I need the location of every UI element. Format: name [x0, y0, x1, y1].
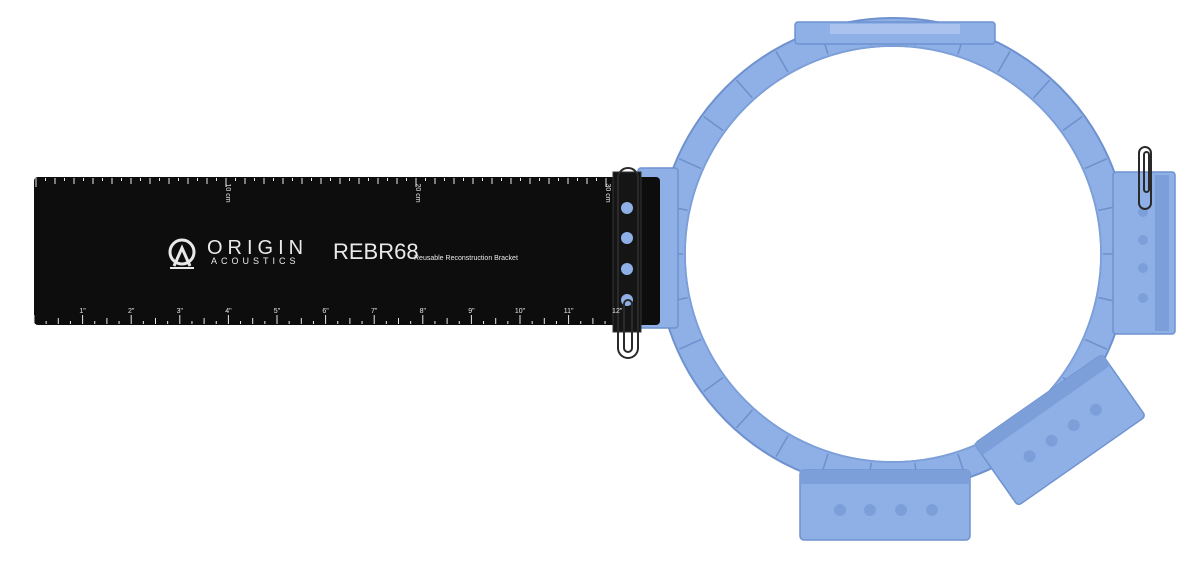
ring-rib: [1084, 158, 1108, 170]
ring-rib: [1084, 338, 1108, 350]
inch-label: 11": [564, 308, 574, 315]
model-number: REBR68: [333, 239, 419, 264]
inch-label: 7": [371, 308, 378, 315]
ring-rib: [775, 435, 789, 458]
inch-label: 12": [612, 308, 623, 315]
ring-bracket: [637, 17, 1176, 541]
wire-clip-icon: [617, 167, 639, 359]
ring-top-tab-face: [830, 24, 960, 34]
bottom-tab-hole-1: [834, 504, 846, 516]
ring-rib: [1032, 79, 1051, 99]
inch-label: 6": [322, 308, 329, 315]
inch-label: 10": [515, 308, 526, 315]
ring-rib: [997, 50, 1011, 73]
inch-label: 5": [274, 308, 281, 315]
right-tab-hole-3: [1138, 263, 1148, 273]
brand-subname: ACOUSTICS: [211, 256, 300, 266]
inch-labels: 1" 2" 3" 4" 5" 6" 7" 8" 9" 10" 11" 12": [79, 308, 622, 315]
cm-label-20: 20 cm: [414, 183, 421, 202]
ring-right-tab-rail: [1155, 175, 1169, 331]
inch-label: 2": [128, 308, 135, 315]
ring-rib: [775, 50, 789, 73]
ruler-inch-ticks: [33, 315, 606, 324]
cm-label-30: 30 cm: [604, 183, 611, 202]
ring-rib: [678, 158, 702, 170]
product-tagline: Reusable Reconstruction Bracket: [414, 255, 518, 262]
ring-lower-right-tab: [974, 354, 1145, 506]
ruler-hole-3: [621, 263, 633, 275]
ruler: 10 cm 20 cm 30 cm 1"2"3"4"5"6"7"8"9"10"1…: [33, 167, 660, 359]
inch-label: 9": [468, 308, 475, 315]
origin-acoustics-logo-icon: [168, 238, 196, 269]
ruler-hole-1: [621, 202, 633, 214]
ruler-hole-2: [621, 232, 633, 244]
ring-rib: [735, 79, 754, 99]
ruler-cm-ticks: [35, 178, 607, 187]
ring-rib: [703, 115, 724, 132]
ring-opening: [686, 47, 1100, 461]
right-tab-hole-4: [1138, 293, 1148, 303]
wire-clip-icon: [1138, 146, 1152, 210]
right-tab-hole-2: [1138, 235, 1148, 245]
bottom-tab-hole-3: [895, 504, 907, 516]
inch-label: 8": [420, 308, 427, 315]
bottom-tab-hole-4: [926, 504, 938, 516]
ring-band-inner-edge: [684, 45, 1102, 463]
ring-rib: [1062, 115, 1083, 132]
ruler-body: [34, 177, 660, 325]
ring-rib: [678, 338, 702, 350]
brand-name: ORIGIN: [207, 237, 308, 259]
ring-bottom-tab-rail: [800, 470, 970, 484]
bottom-tab-hole-2: [864, 504, 876, 516]
inch-label: 3": [177, 308, 184, 315]
inch-label: 4": [225, 308, 232, 315]
ring-rib: [735, 409, 754, 429]
ring-rib: [703, 376, 724, 393]
inch-label: 1": [79, 308, 86, 315]
cm-label-10: 10 cm: [224, 183, 231, 202]
